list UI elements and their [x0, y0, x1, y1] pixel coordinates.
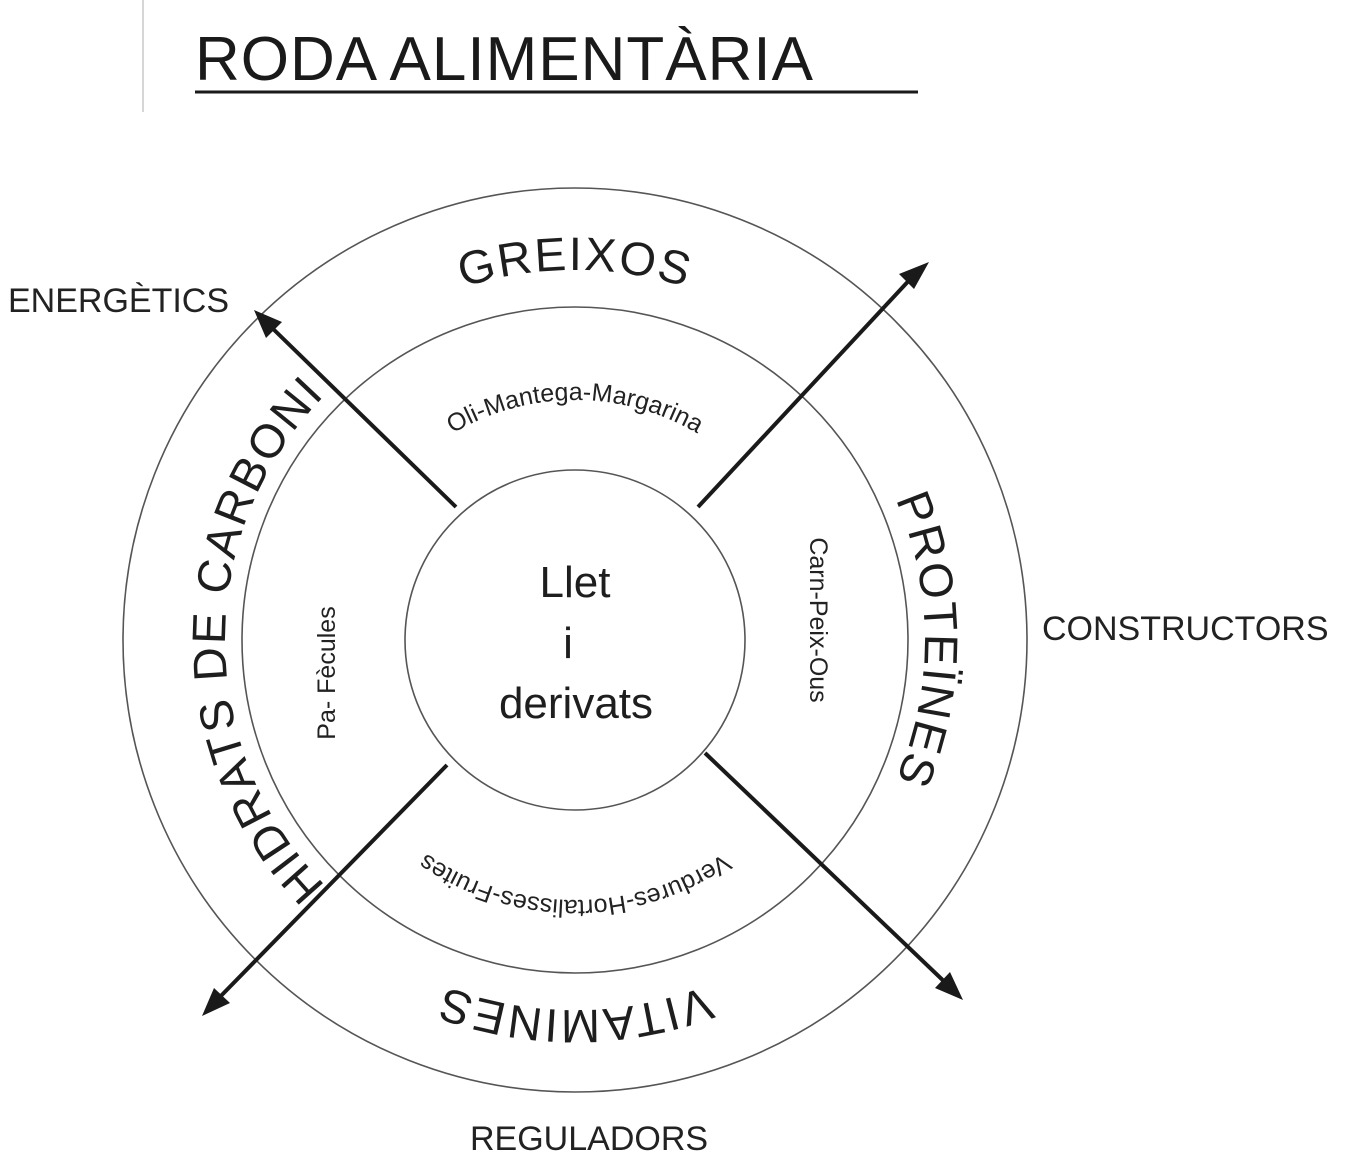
outer-circle [122, 187, 1028, 1093]
function-energetics: ENERGÈTICS [8, 282, 229, 320]
middle-circle [241, 306, 909, 974]
foods-greixos: Oli-Mantega-Margarina [442, 378, 708, 439]
center-line-1: Llet [540, 558, 611, 607]
arrow-energetics [254, 310, 458, 509]
arrow-constructors [696, 262, 929, 509]
ring-label-proteines: PROTEÏNES [886, 484, 968, 797]
ring-label-vitamines: VITAMINES [430, 977, 719, 1053]
ring-label-greixos: GREIXOS [452, 227, 699, 297]
foods-vitamines: Verdures-Hortalisses-Fruites [414, 848, 736, 922]
foods-proteines: Carn-Peix-Ous [804, 537, 832, 702]
page-title: RODA ALIMENTÀRIA [195, 25, 814, 94]
center-line-3: derivats [499, 679, 653, 728]
ring-label-hidrats: HIDRATS DE CARBONI [182, 365, 333, 915]
arrow-reguladors [202, 763, 449, 1016]
function-constructors: CONSTRUCTORS [1042, 610, 1329, 648]
center-line-2: i [563, 619, 573, 668]
inner-circle [404, 469, 746, 811]
arrow-vitamines-right [703, 751, 963, 1000]
function-reguladors: REGULADORS [470, 1120, 708, 1158]
foods-hidrats: Pa- Fècules [313, 606, 341, 739]
